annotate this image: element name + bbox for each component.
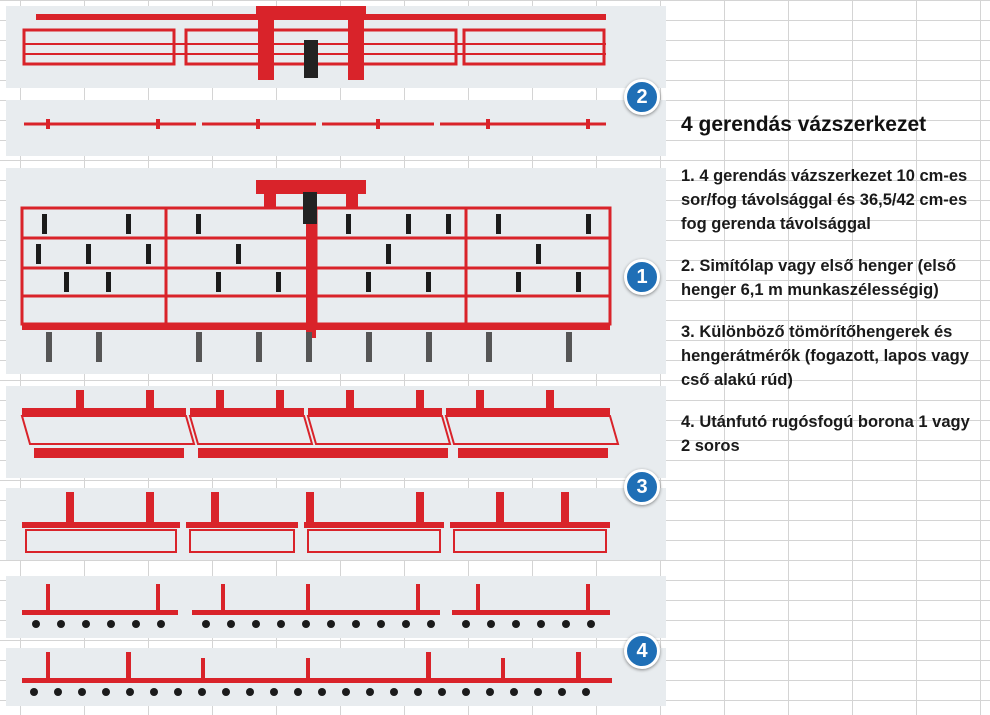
main-frame-drawing	[20, 180, 612, 362]
diagram-strip-harrow-one-row	[6, 576, 666, 638]
toothed-rollers-drawing	[20, 390, 620, 458]
description-item-2: 2. Simítólap vagy első henger (első heng…	[681, 257, 957, 299]
levelling-board-drawing	[24, 119, 606, 129]
description-heading: 4 gerendás vázszerkezet	[681, 113, 927, 136]
badge-number-4: 4	[624, 633, 660, 669]
badge-number-1: 1	[624, 259, 660, 295]
diagram-strip-levelling-board	[6, 100, 666, 156]
diagram-panel: 2 1 3 4	[6, 6, 666, 706]
description-item-3: 3. Különböző tömörítőhengerek és hengerá…	[681, 323, 969, 389]
diagram-strip-packer-rollers-flat	[6, 488, 666, 560]
top-frame-drawing	[22, 6, 606, 80]
harrow-two-rows-drawing	[22, 652, 612, 696]
harrow-one-row-drawing	[22, 584, 610, 628]
description-item-4: 4. Utánfutó rugósfogú borona 1 vagy 2 so…	[681, 413, 970, 455]
diagram-strip-top-frame	[6, 6, 666, 88]
badge-number-3: 3	[624, 469, 660, 505]
diagram-strip-main-frame	[6, 168, 666, 374]
badge-number-2: 2	[624, 79, 660, 115]
diagram-strip-packer-rollers-toothed	[6, 386, 666, 478]
diagram-strip-harrow-two-rows	[6, 648, 666, 706]
flat-rollers-drawing	[22, 492, 610, 553]
description-column: 4 gerendás vázszerkezet 1. 4 gerendás vá…	[681, 112, 971, 476]
description-item-1: 1. 4 gerendás vázszerkezet 10 cm-es sor/…	[681, 167, 968, 233]
